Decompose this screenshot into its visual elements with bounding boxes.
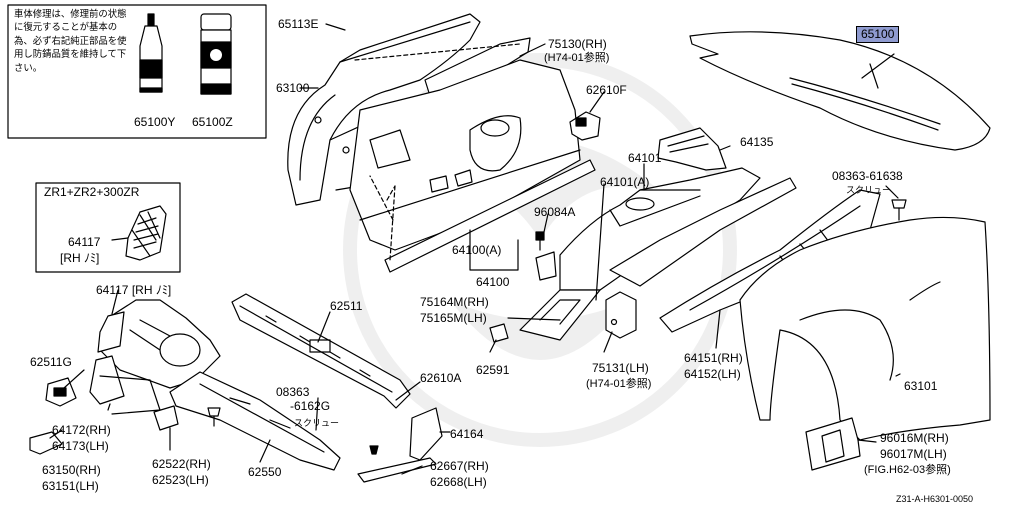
label-62610A[interactable]: 62610A bbox=[420, 371, 462, 385]
label-62610F[interactable]: 62610F bbox=[586, 83, 627, 97]
label-63150[interactable]: 63150(RH) bbox=[42, 463, 101, 477]
label-64101A[interactable]: 64101(A) bbox=[600, 175, 650, 189]
bracket-75131 bbox=[605, 291, 637, 339]
splash-96016 bbox=[805, 417, 861, 471]
label-62550[interactable]: 62550 bbox=[248, 465, 282, 479]
sealant-tube-icon bbox=[139, 13, 163, 93]
label-64117-rh[interactable]: 64117 [RH ﾉﾐ] bbox=[96, 283, 172, 297]
dash-panel-64100 bbox=[349, 59, 596, 273]
label-75130[interactable]: 75130(RH) bbox=[548, 37, 607, 51]
label-64152[interactable]: 64152(LH) bbox=[684, 367, 741, 381]
label-62523[interactable]: 62523(LH) bbox=[152, 473, 209, 487]
label-96017M[interactable]: 96017M(LH) bbox=[880, 447, 947, 461]
label-75131[interactable]: 75131(LH) bbox=[592, 361, 649, 375]
label-62591[interactable]: 62591 bbox=[476, 363, 510, 377]
label-65113E[interactable]: 65113E bbox=[278, 17, 319, 31]
front-structure bbox=[89, 299, 221, 415]
label-63101[interactable]: 63101 bbox=[904, 379, 938, 393]
label-65100Y[interactable]: 65100Y bbox=[134, 115, 176, 129]
bracket-64135 bbox=[657, 127, 727, 171]
side-member-64101 bbox=[519, 167, 797, 341]
label-62522[interactable]: 62522(RH) bbox=[152, 457, 211, 471]
label-64135[interactable]: 64135 bbox=[740, 135, 774, 149]
label-62511G[interactable]: 62511G bbox=[30, 355, 72, 369]
label-75164M[interactable]: 75164M(RH) bbox=[420, 295, 489, 309]
inset-box bbox=[35, 182, 181, 273]
rad-support-upper-62511 bbox=[231, 293, 411, 409]
spray-can-icon bbox=[200, 13, 232, 95]
bolt-96084A bbox=[535, 231, 557, 281]
label-65100Z[interactable]: 65100Z bbox=[192, 115, 233, 129]
label-64151[interactable]: 64151(RH) bbox=[684, 351, 743, 365]
label-75130-ref: (H74-01参照) bbox=[544, 52, 610, 64]
strip-62667 bbox=[357, 457, 437, 483]
label-64100A[interactable]: 64100(A) bbox=[452, 243, 502, 257]
label-63100[interactable]: 63100 bbox=[276, 81, 310, 95]
label-08363-61638[interactable]: 08363-61638 bbox=[832, 169, 903, 183]
notice-box bbox=[7, 4, 267, 139]
label-75165M[interactable]: 75165M(LH) bbox=[420, 311, 487, 325]
label-75131-ref: (H74-01参照) bbox=[586, 378, 652, 390]
label-96016M[interactable]: 96016M(RH) bbox=[880, 431, 949, 445]
label-64172[interactable]: 64172(RH) bbox=[52, 423, 111, 437]
label-62511[interactable]: 62511 bbox=[330, 299, 363, 313]
label-96084A[interactable]: 96084A bbox=[534, 205, 576, 219]
label-63151[interactable]: 63151(LH) bbox=[42, 479, 99, 493]
leader-lines bbox=[49, 23, 901, 475]
inset-side: [RH ﾉﾐ] bbox=[60, 251, 100, 265]
label-screw-2: スクリュー bbox=[294, 418, 340, 428]
hood-65100 bbox=[689, 31, 991, 151]
bracket-62522 bbox=[153, 405, 179, 431]
screw-08363-61638 bbox=[891, 199, 907, 221]
bracket-63150 bbox=[29, 431, 63, 455]
bracket-64117-rh bbox=[97, 311, 125, 353]
bracket-64164 bbox=[409, 407, 443, 461]
inset-bracket-64117 bbox=[125, 205, 167, 261]
label-fig-ref: (FIG.H62-03参照) bbox=[864, 464, 951, 476]
fender-63101 bbox=[739, 216, 991, 441]
notice-text: 車体修理は、修理前の状態に復元することが基本の為、必ず右記純正部品を使用し防錆品… bbox=[14, 9, 127, 74]
label-62667[interactable]: 62667(RH) bbox=[430, 459, 489, 473]
label-64164[interactable]: 64164 bbox=[450, 427, 484, 441]
label-08363[interactable]: 08363 bbox=[276, 385, 310, 399]
label-62668[interactable]: 62668(LH) bbox=[430, 475, 487, 489]
diagram-code: Z31-A-H6301-0050 bbox=[896, 494, 974, 504]
label-65100-highlighted[interactable]: 65100 bbox=[856, 26, 900, 43]
label-screw-1: スクリュー bbox=[846, 185, 892, 195]
label-64173[interactable]: 64173(LH) bbox=[52, 439, 109, 453]
label-6162G[interactable]: -6162G bbox=[290, 399, 331, 413]
label-64100[interactable]: 64100 bbox=[476, 275, 510, 289]
apron-reinf-64151 bbox=[659, 189, 881, 333]
inset-part-64117[interactable]: 64117 bbox=[68, 235, 101, 249]
label-64101[interactable]: 64101 bbox=[628, 151, 662, 165]
inset-title: ZR1+ZR2+300ZR bbox=[44, 185, 140, 199]
rad-support-lower-62550 bbox=[169, 371, 341, 471]
screw-08363-6162G bbox=[207, 407, 221, 427]
screw-62610A bbox=[369, 445, 379, 455]
clip-62591 bbox=[489, 323, 509, 343]
